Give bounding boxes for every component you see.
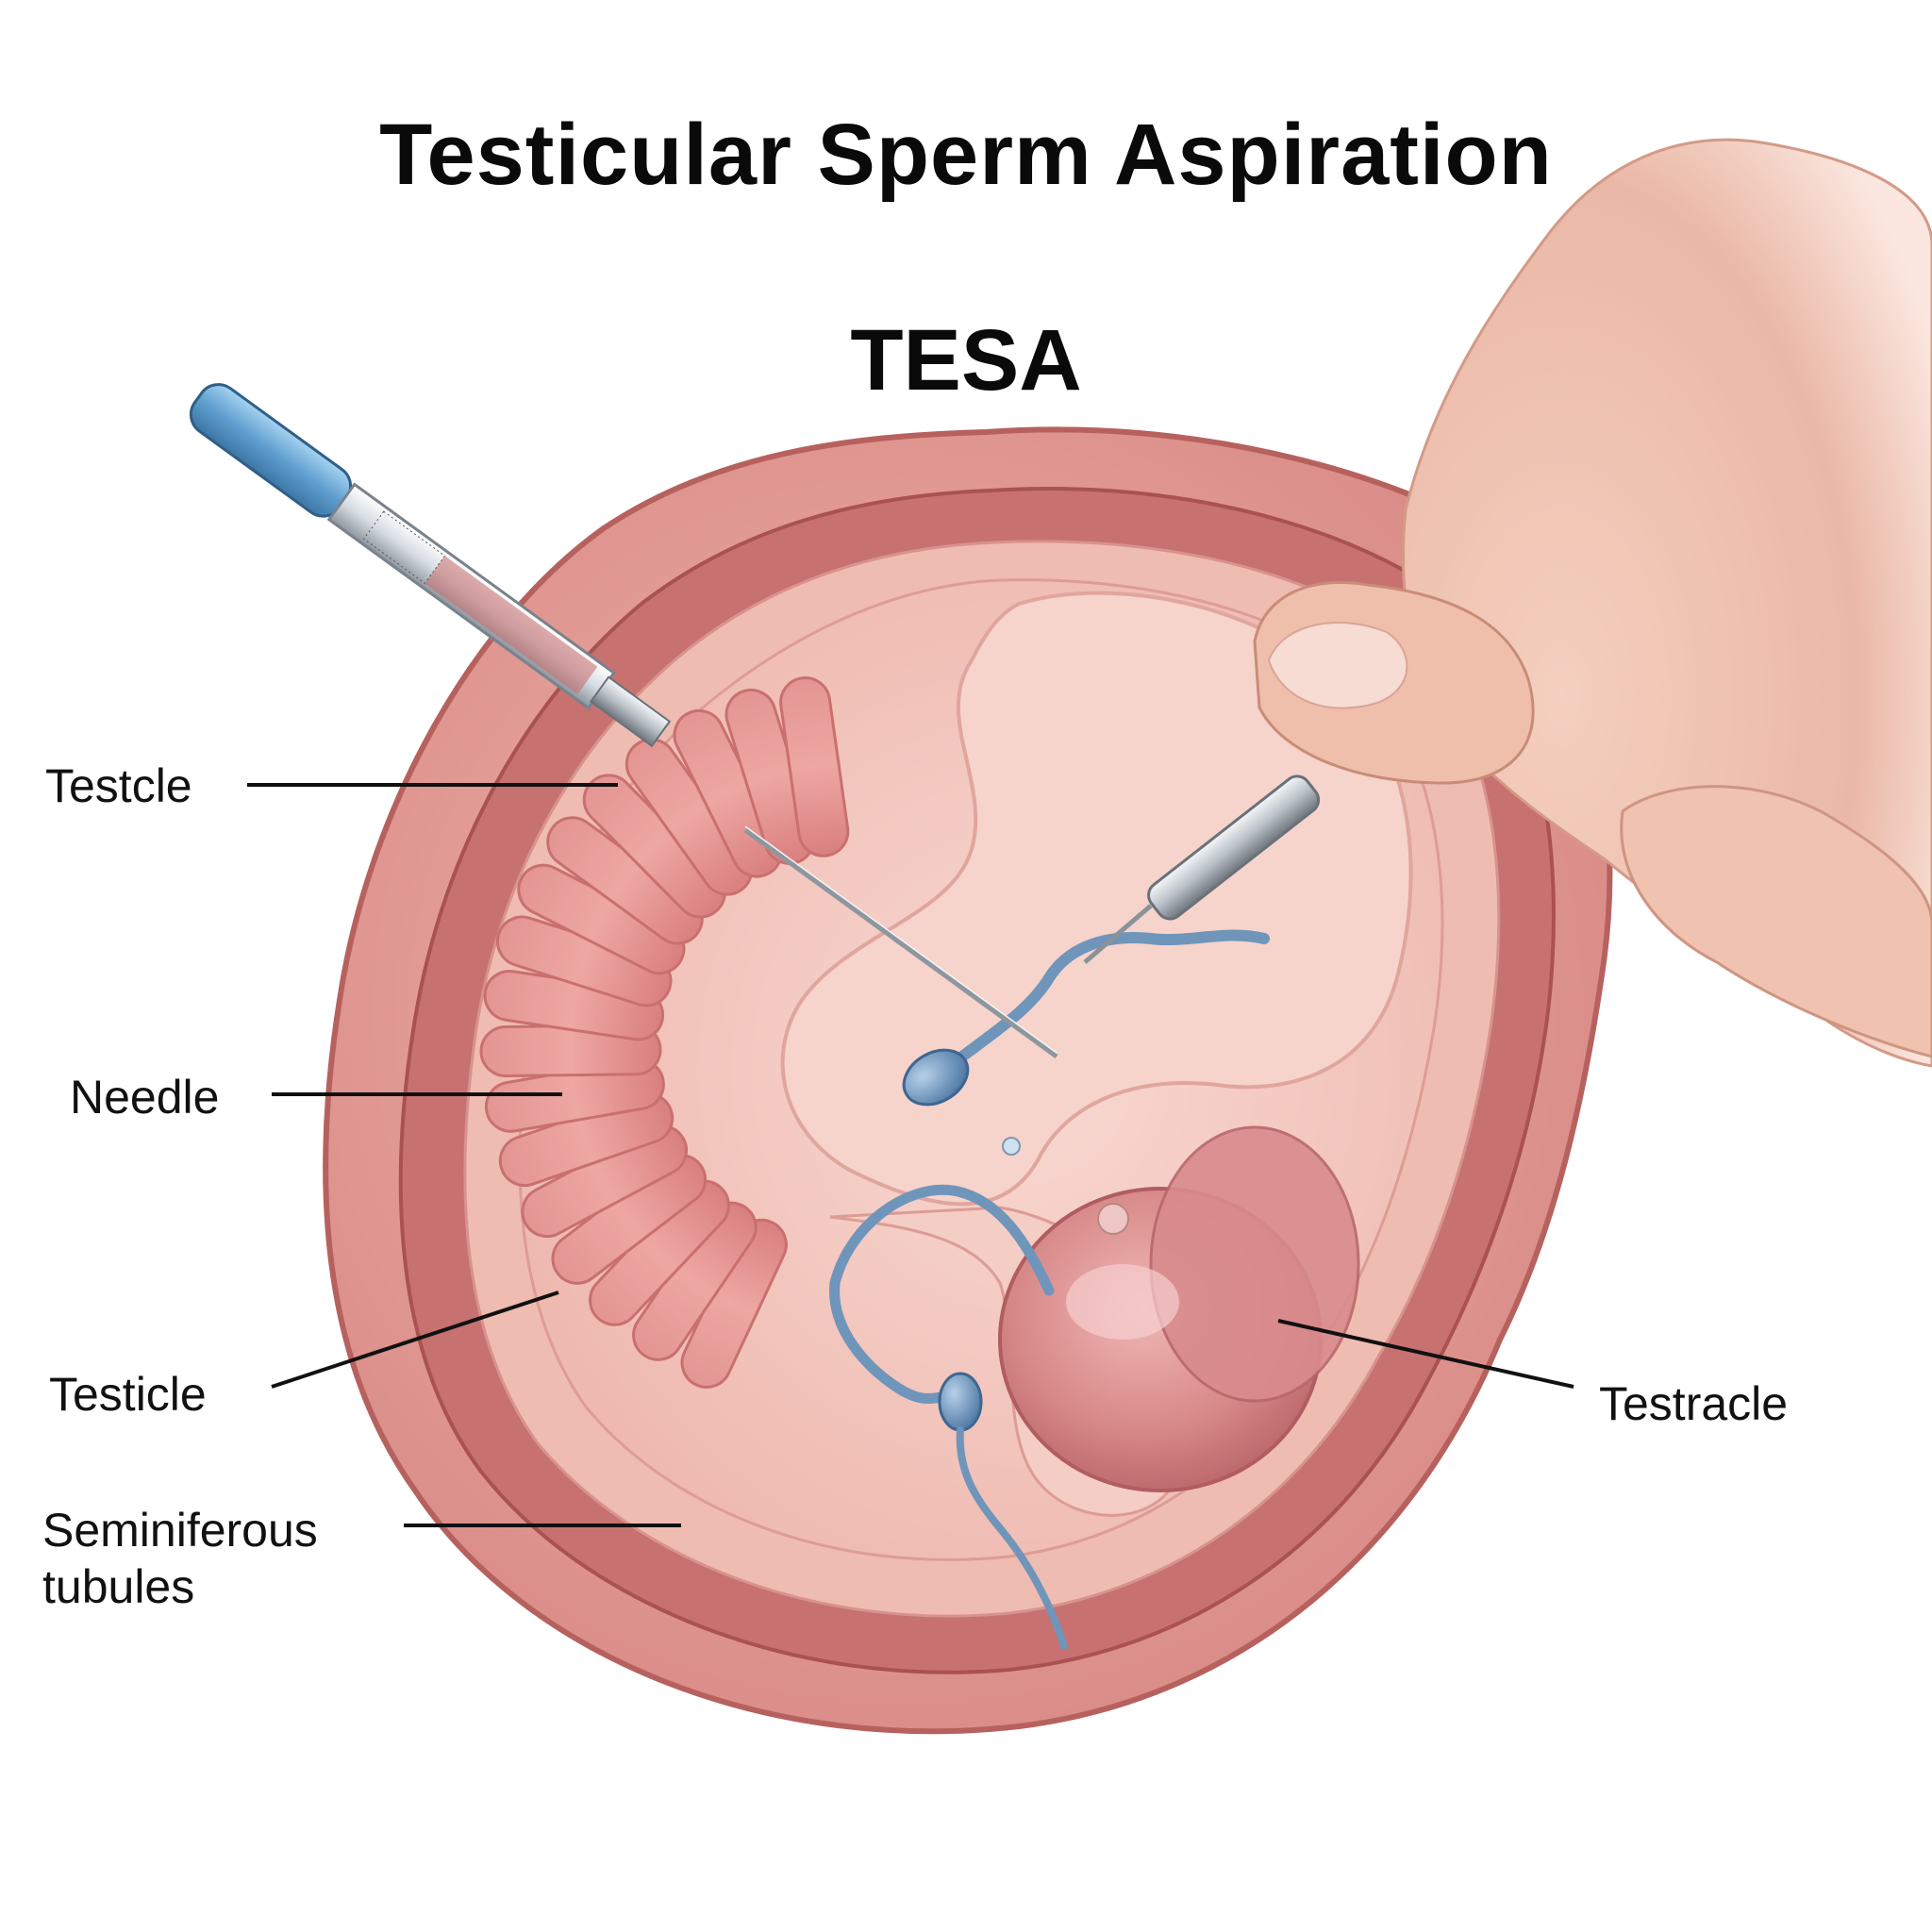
instrument — [1083, 774, 1321, 964]
syringe-hub — [589, 675, 672, 748]
droplet — [1097, 1203, 1129, 1235]
page-title: Testicular Sperm Aspiration — [379, 107, 1553, 203]
droplet — [1002, 1137, 1021, 1156]
label-testicle: Testicle — [49, 1368, 207, 1421]
syringe — [189, 383, 1058, 1059]
finger — [1620, 785, 1932, 1058]
label-testcle: Testcle — [45, 759, 192, 812]
seminiferous-tubules — [479, 676, 850, 1389]
sperm-cell — [902, 929, 1270, 1107]
leader-testicle — [271, 1291, 559, 1389]
leader-testracle — [1277, 1319, 1574, 1389]
syringe-contents — [425, 556, 598, 694]
instrument-needle — [1083, 904, 1153, 964]
label-seminiferous-tubules: Seminiferous tubules — [42, 1504, 318, 1613]
testis-highlight — [1066, 1264, 1179, 1340]
testis-lobe — [1149, 1125, 1360, 1403]
tubule-segment — [779, 676, 850, 858]
needle-shaft — [743, 827, 1058, 1059]
hand — [1253, 138, 1932, 1068]
subtitle: TESA — [850, 312, 1082, 408]
label-needle: Needle — [70, 1071, 220, 1124]
label-testracle: Testracle — [1599, 1377, 1789, 1430]
thumbnail — [1267, 622, 1408, 709]
sperm-cell — [829, 1184, 1068, 1650]
